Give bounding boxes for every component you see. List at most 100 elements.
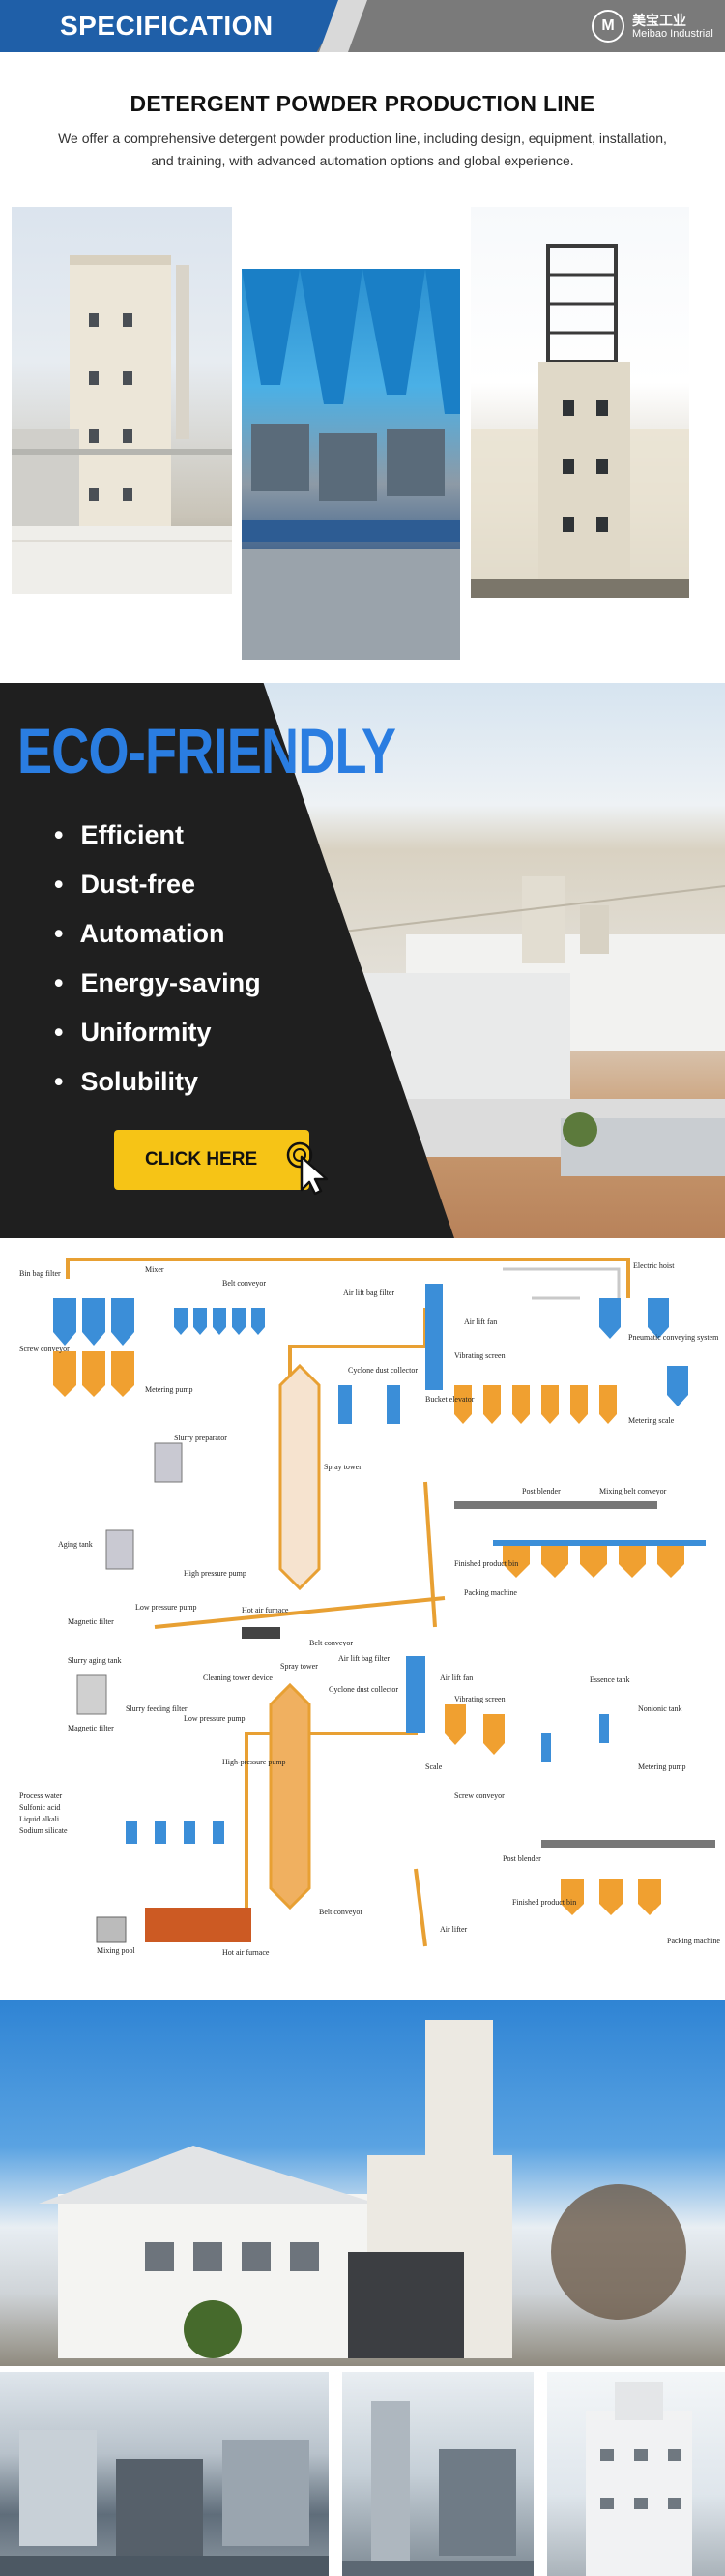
- diagram-label: Post blender: [503, 1854, 541, 1863]
- bullet: •: [54, 1018, 64, 1047]
- diagram-label: Belt conveyor: [319, 1908, 363, 1916]
- diagram-label: Air lift fan: [440, 1673, 474, 1682]
- process-diagram-2: Slurry aging tank Magnetic filter Slurry…: [0, 1646, 725, 1964]
- diagram-label: Air lift bag filter: [343, 1288, 395, 1297]
- feature-label: Efficient: [80, 820, 185, 849]
- diagram-label: Liquid alkali: [19, 1815, 60, 1823]
- diagram-label: Pneumatic conveying system: [628, 1333, 719, 1342]
- logo-cn-text: 美宝工业: [632, 12, 686, 28]
- diagram-label: Belt conveyor: [222, 1279, 267, 1288]
- feature-label: Dust-free: [80, 870, 196, 899]
- diagram-label: Air lift fan: [464, 1318, 498, 1326]
- feature-item: • Solubility: [54, 1057, 261, 1107]
- diagram-label: Scale: [425, 1762, 443, 1771]
- diagram-label: Metering scale: [628, 1416, 675, 1425]
- diagram-label: Packing machine: [667, 1937, 720, 1945]
- feature-item: • Automation: [54, 909, 261, 959]
- diagram-label: Hot air furnace: [222, 1948, 270, 1957]
- intro-text: We offer a comprehensive detergent powde…: [58, 131, 667, 168]
- workshop-photo-2: [342, 2372, 534, 2576]
- cursor-pointer-icon: [286, 1141, 329, 1196]
- factory-exterior-photo: [0, 2000, 725, 2366]
- factory-illustration-1: [12, 255, 232, 594]
- diagram-label: Slurry aging tank: [68, 1656, 122, 1665]
- diagram-label: Screw conveyor: [19, 1345, 70, 1353]
- bullet: •: [54, 919, 64, 948]
- diagram-label: Packing machine: [464, 1588, 517, 1597]
- building-illustration: [586, 2382, 692, 2576]
- feature-item: • Dust-free: [54, 860, 261, 909]
- logo-en-text: Meibao Industrial: [632, 27, 713, 40]
- diagram-label: Sulfonic acid: [19, 1803, 61, 1812]
- diagram-label: Spray tower: [280, 1662, 318, 1671]
- feature-label: Solubility: [80, 1067, 199, 1096]
- process-flow-1: [53, 1258, 706, 1639]
- diagram-label: Electric hoist: [633, 1261, 675, 1270]
- diagram-label: Belt conveyor: [309, 1639, 354, 1647]
- diagram-label: Magnetic filter: [68, 1724, 114, 1732]
- process-diagram-1: Bin bag filter Mixer Belt conveyor Meter…: [0, 1240, 725, 1647]
- feature-list: • Efficient • Dust-free • Automation • E…: [54, 811, 261, 1107]
- diagram-label: Sodium silicate: [19, 1826, 68, 1835]
- diagram-label: Mixing belt conveyor: [599, 1487, 667, 1495]
- diagram-label: Slurry feeding filter: [126, 1704, 188, 1713]
- diagram-label: Mixing pool: [97, 1946, 135, 1955]
- diagram-label: Process water: [19, 1791, 63, 1800]
- exterior-illustration: [39, 2020, 686, 2358]
- diagram-label: Cyclone dust collector: [329, 1685, 398, 1694]
- header-blue-band: [0, 0, 348, 52]
- feature-label: Automation: [79, 919, 225, 948]
- page-title: DETERGENT POWDER PRODUCTION LINE: [130, 91, 595, 116]
- feature-item: • Uniformity: [54, 1008, 261, 1057]
- diagram-label: Finished product bin: [454, 1559, 519, 1568]
- packing-illustration: [242, 269, 460, 660]
- diagram-label: Metering pump: [638, 1762, 686, 1771]
- diagram-label: Cleaning tower device: [203, 1673, 273, 1682]
- brand-logo: M 美宝工业 Meibao Industrial: [592, 10, 713, 43]
- tower-illustration: [471, 244, 689, 598]
- diagram-label: High pressure pump: [184, 1569, 246, 1578]
- diagram-label: Slurry preparator: [174, 1434, 227, 1442]
- bullet: •: [54, 870, 64, 899]
- feature-item: • Efficient: [54, 811, 261, 860]
- diagram-label: High-pressure pump: [222, 1758, 286, 1766]
- diagram-label: Essence tank: [590, 1675, 630, 1684]
- feature-label: Uniformity: [80, 1018, 212, 1047]
- diagram-label: Low pressure pump: [135, 1603, 197, 1612]
- building-photo: [547, 2372, 725, 2576]
- diagram-label: Bin bag filter: [19, 1269, 61, 1278]
- diagram-label: Hot air furnace: [242, 1606, 289, 1614]
- diagram-label: Bucket elevator: [425, 1395, 475, 1404]
- diagram-label: Vibrating screen: [454, 1351, 506, 1360]
- diagram-label: Spray tower: [324, 1463, 362, 1471]
- logo-icon: M: [592, 10, 624, 43]
- packing-line-photo: [242, 269, 460, 660]
- bullet: •: [54, 968, 64, 997]
- header-title: SPECIFICATION: [60, 11, 274, 41]
- spec-header: SPECIFICATION M 美宝工业 Meibao Industrial: [0, 0, 725, 52]
- diagram-label: Low pressure pump: [184, 1714, 246, 1723]
- diagram-label: Cyclone dust collector: [348, 1366, 418, 1375]
- diagram-label: Mixer: [145, 1265, 164, 1274]
- diagram-label: Magnetic filter: [68, 1617, 114, 1626]
- feature-item: • Energy-saving: [54, 959, 261, 1008]
- diagram-label: Nonionic tank: [638, 1704, 682, 1713]
- workshop-illustration-1: [0, 2430, 329, 2576]
- diagram-label: Post blender: [522, 1487, 561, 1495]
- bullet: •: [54, 1067, 64, 1096]
- workshop-photo-1: [0, 2372, 329, 2576]
- factory-photo-1: [12, 207, 232, 594]
- diagram-label: Screw conveyor: [454, 1791, 505, 1800]
- bullet: •: [54, 820, 64, 849]
- diagram-label: Metering pump: [145, 1385, 193, 1394]
- diagram-label: Air lift bag filter: [338, 1654, 391, 1663]
- tower-photo: [471, 207, 689, 598]
- click-here-button[interactable]: CLICK HERE: [114, 1130, 309, 1190]
- diagram-label: Vibrating screen: [454, 1695, 506, 1703]
- diagram-label: Aging tank: [58, 1540, 93, 1549]
- feature-label: Energy-saving: [80, 968, 261, 997]
- process-flow-2: [76, 1656, 715, 1947]
- diagram-label: Finished product bin: [512, 1898, 577, 1907]
- diagram-label: Air lifter: [440, 1925, 468, 1934]
